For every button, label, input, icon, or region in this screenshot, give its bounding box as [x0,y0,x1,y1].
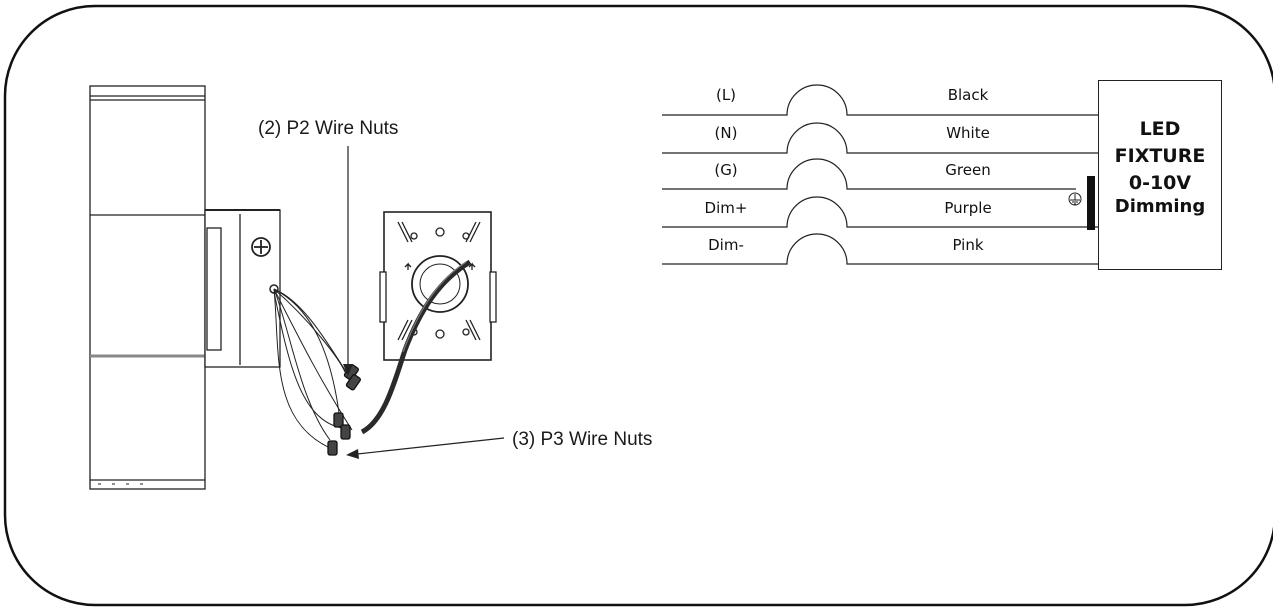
wire-color-pink: Pink [952,236,984,254]
wire-row-5 [662,233,1098,265]
schematic-wires [662,84,1098,265]
source-label-l: (L) [715,86,737,104]
p3-arrow [347,437,505,456]
wire-row-1 [662,84,1098,116]
wire-row-3 [662,158,1076,190]
led-fixture-box [1098,80,1222,270]
fixture-cylinder-body [89,85,206,490]
fixture-back-plate [204,209,281,368]
wire-row-4 [662,196,1098,228]
fixture-line-led: LED [1139,118,1181,140]
wire-color-white: White [946,124,990,142]
source-label-g: (G) [714,161,738,179]
fixture-line-fixture: FIXTURE [1114,145,1206,167]
wire-color-purple: Purple [944,199,992,217]
source-label-dim-minus: Dim- [708,236,744,254]
rounded-border [3,4,1273,607]
mounting-bracket [379,211,497,361]
wire-row-2 [662,122,1098,154]
wall-fixture-drawing [89,85,497,490]
wire-color-green: Green [945,161,991,179]
fixture-line-voltage: 0-10V [1128,172,1192,194]
screw-plus-icon [251,237,271,257]
wire-nuts [327,364,361,456]
led-fixture-label: LED FIXTURE 0-10V Dimming [1098,116,1222,217]
ground-terminal [1087,176,1095,230]
source-label-dim-plus: Dim+ [704,199,748,217]
fixture-line-dimming: Dimming [1114,196,1206,217]
wire-color-black: Black [947,86,989,104]
loose-wires [273,288,353,449]
p3-wire-nuts-label: (3) P3 Wire Nuts [512,429,653,450]
ground-symbol-icon [1068,192,1082,206]
callout-arrows [343,146,505,459]
p2-wire-nuts-label: (2) P2 Wire Nuts [258,118,399,139]
supply-cable [360,259,472,435]
source-label-n: (N) [714,124,738,142]
